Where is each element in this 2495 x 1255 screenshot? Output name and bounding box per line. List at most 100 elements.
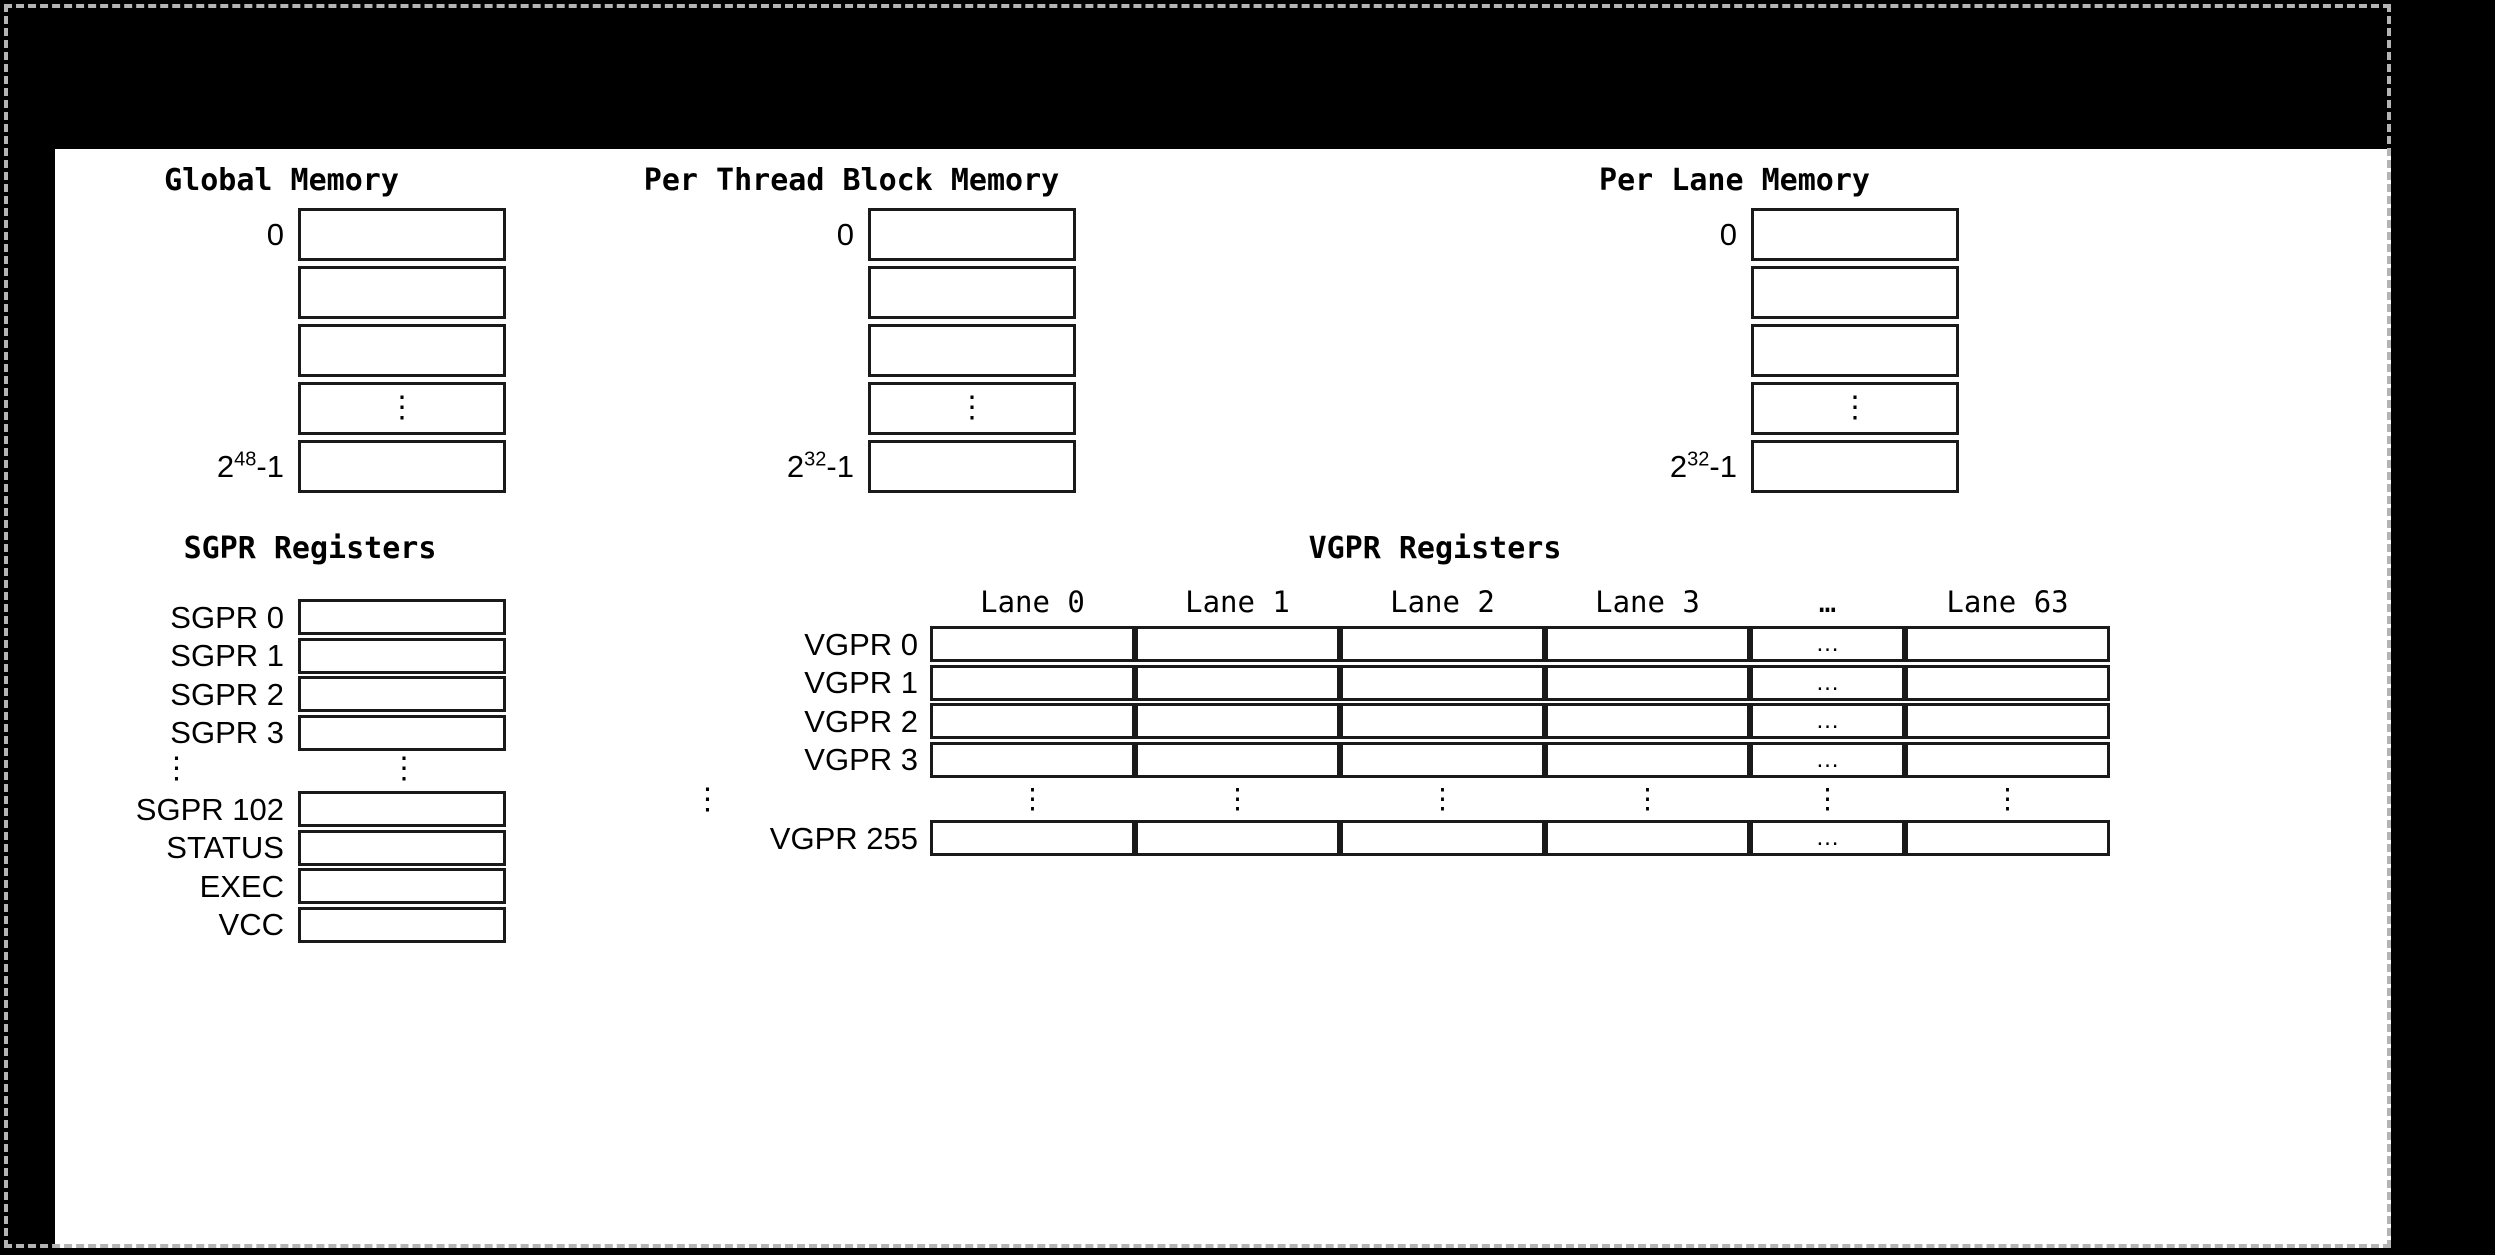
horizontal-ellipsis-icon: … (1815, 745, 1840, 773)
vertical-ellipsis-icon: ⋮ (1633, 783, 1662, 814)
sgpr-value-cell[interactable] (298, 637, 506, 674)
sgpr-row: SGPR 0 (55, 598, 506, 637)
memory-cell-ellipsis[interactable]: ⋮ (1751, 381, 1959, 435)
address-exponent: 48 (234, 448, 257, 471)
vgpr-value-cell[interactable] (930, 626, 1135, 663)
memory-row: 232-1 (625, 437, 1078, 495)
memory-cell[interactable] (298, 323, 506, 377)
memory-cell[interactable] (868, 207, 1076, 261)
vertical-ellipsis-icon: ⋮ (1993, 783, 2022, 814)
memory-row (625, 321, 1078, 379)
memory-address-label: 232-1 (625, 448, 868, 484)
vertical-ellipsis-icon: ⋮ (1223, 783, 1252, 814)
memory-cell[interactable] (298, 439, 506, 493)
vgpr-row-label: VGPR 1 (804, 665, 918, 701)
sgpr-value-cell-vcc[interactable] (298, 906, 506, 943)
memory-row: 248-1 (55, 437, 508, 495)
memory-address-label: 248-1 (55, 448, 298, 484)
vertical-ellipsis-icon: ⋮ (1813, 783, 1842, 814)
sgpr-value-cell[interactable] (298, 599, 506, 636)
vgpr-column-header-lane-63: Lane 63 (1946, 584, 2069, 619)
vgpr-value-cell[interactable] (930, 703, 1135, 740)
address-exponent: 32 (1687, 448, 1710, 471)
vgpr-value-cell[interactable] (1135, 664, 1340, 701)
vgpr-row: VGPR 3 … (485, 741, 2110, 780)
vgpr-value-cell[interactable] (1340, 703, 1545, 740)
vgpr-value-cell[interactable] (1340, 741, 1545, 778)
vgpr-value-cell[interactable] (1905, 741, 2110, 778)
vgpr-value-cell[interactable] (1340, 664, 1545, 701)
top-black-band (0, 0, 2495, 149)
vgpr-value-cell[interactable] (1340, 626, 1545, 663)
per-lane-memory-rows: 0 ⋮ 232-1 (1508, 205, 1961, 495)
vgpr-column-header-lane-0: Lane 0 (980, 584, 1085, 619)
vgpr-registers-title: VGPR Registers (1308, 531, 1562, 566)
vertical-ellipsis-icon: ⋮ (1840, 391, 1870, 424)
memory-cell[interactable] (298, 207, 506, 261)
vgpr-value-cell-ellipsis[interactable]: … (1750, 664, 1905, 701)
memory-cell[interactable] (1751, 323, 1959, 377)
sgpr-row-label: SGPR 2 (170, 676, 284, 712)
vgpr-row-label-255: VGPR 255 (769, 820, 918, 856)
sgpr-ellipsis-row: ⋮ ⋮ (55, 752, 506, 790)
sgpr-value-cell[interactable] (298, 676, 506, 713)
address-suffix: -1 (256, 448, 284, 484)
horizontal-ellipsis-icon: … (1815, 668, 1840, 696)
vgpr-value-cell[interactable] (1545, 820, 1750, 857)
vgpr-value-cell[interactable] (1905, 703, 2110, 740)
vgpr-value-cell[interactable] (1905, 820, 2110, 857)
vgpr-value-cell[interactable] (1340, 820, 1545, 857)
vgpr-column-header-row: Lane 0 Lane 1 Lane 2 Lane 3 … Lane 63 (485, 579, 2110, 625)
sgpr-value-cell-exec[interactable] (298, 868, 506, 905)
vgpr-row-label: VGPR 3 (804, 742, 918, 778)
vgpr-value-cell[interactable] (1135, 741, 1340, 778)
vgpr-value-cell[interactable] (1545, 741, 1750, 778)
memory-cell-ellipsis[interactable]: ⋮ (868, 381, 1076, 435)
vgpr-value-cell[interactable] (1905, 664, 2110, 701)
vgpr-value-cell[interactable] (1135, 703, 1340, 740)
sgpr-row: SGPR 102 (55, 790, 506, 829)
memory-row: 0 (55, 205, 508, 263)
vgpr-value-cell-ellipsis[interactable]: … (1750, 703, 1905, 740)
vgpr-value-cell[interactable] (1545, 664, 1750, 701)
vgpr-value-cell-ellipsis[interactable]: … (1750, 741, 1905, 778)
global-memory-rows: 0 ⋮ 248-1 (55, 205, 508, 495)
memory-cell[interactable] (298, 265, 506, 319)
memory-cell-ellipsis[interactable]: ⋮ (298, 381, 506, 435)
sgpr-row-label: SGPR 0 (170, 599, 284, 635)
vgpr-row: VGPR 0 … (485, 625, 2110, 664)
horizontal-ellipsis-icon: … (1815, 707, 1840, 735)
sgpr-register-list: SGPR 0 SGPR 1 SGPR 2 SGPR 3 ⋮ ⋮ SGPR 102 (55, 598, 506, 944)
vgpr-value-cell[interactable] (930, 664, 1135, 701)
vgpr-column-header-ellipsis-icon: … (1818, 584, 1837, 619)
vgpr-value-cell[interactable] (1545, 626, 1750, 663)
global-memory-title: Global Memory (164, 163, 399, 198)
address-base: 2 (786, 448, 805, 484)
memory-address-label: 0 (1719, 216, 1737, 252)
memory-cell[interactable] (1751, 207, 1959, 261)
horizontal-ellipsis-icon: … (1815, 824, 1840, 852)
sgpr-row-label-status: STATUS (166, 830, 284, 866)
sgpr-value-cell-status[interactable] (298, 829, 506, 866)
memory-row (1508, 263, 1961, 321)
sgpr-value-cell[interactable] (298, 714, 506, 751)
memory-row (1508, 321, 1961, 379)
memory-cell[interactable] (1751, 265, 1959, 319)
memory-cell[interactable] (868, 265, 1076, 319)
vgpr-value-cell-ellipsis[interactable]: … (1750, 626, 1905, 663)
vgpr-value-cell[interactable] (930, 741, 1135, 778)
sgpr-value-cell[interactable] (298, 791, 506, 828)
vgpr-value-cell[interactable] (930, 820, 1135, 857)
sgpr-row: EXEC (55, 867, 506, 906)
vgpr-value-cell[interactable] (1135, 820, 1340, 857)
vgpr-value-cell[interactable] (1905, 626, 2110, 663)
vgpr-value-cell-ellipsis[interactable]: … (1750, 820, 1905, 857)
memory-cell[interactable] (1751, 439, 1959, 493)
sgpr-row-label: SGPR 102 (135, 791, 284, 827)
vgpr-value-cell[interactable] (1545, 703, 1750, 740)
memory-cell[interactable] (868, 323, 1076, 377)
vgpr-column-header-lane-2: Lane 2 (1390, 584, 1495, 619)
vgpr-value-cell[interactable] (1135, 626, 1340, 663)
memory-cell[interactable] (868, 439, 1076, 493)
